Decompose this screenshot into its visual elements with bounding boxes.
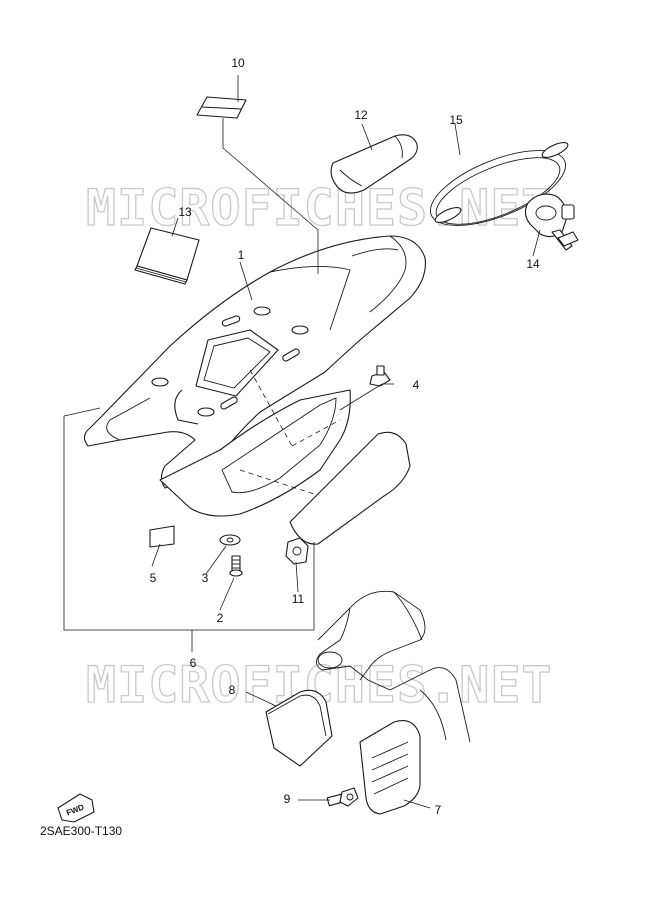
- part-10-label-sticker[interactable]: [196, 96, 247, 119]
- part-9-bolt[interactable]: [326, 787, 359, 807]
- callout-15: 15: [449, 113, 463, 127]
- part-1-rear-fender[interactable]: [83, 235, 426, 489]
- part-2-bolt[interactable]: [229, 555, 243, 577]
- fwd-arrow-icon: FWD: [57, 793, 95, 823]
- callout-10: 10: [231, 56, 245, 70]
- callout-12: 12: [354, 108, 368, 122]
- group-bracket-6: [63, 416, 315, 631]
- callout-11: 11: [292, 592, 305, 606]
- part-7-plate[interactable]: [359, 720, 421, 815]
- callout-7: 7: [435, 803, 442, 817]
- part-13-manual[interactable]: [134, 227, 200, 285]
- watermark-top: MICROFICHES.NET: [86, 179, 553, 237]
- frame-reference: [316, 590, 471, 743]
- part-14-lock[interactable]: [524, 193, 579, 251]
- part-3-washer[interactable]: [219, 534, 241, 546]
- callout-labels: 10 12 15 13 1 14 4 5 3 11 2 6 8 9 7: [150, 56, 540, 817]
- callout-4: 4: [413, 378, 420, 392]
- callout-5: 5: [150, 571, 157, 585]
- callout-9: 9: [284, 792, 291, 806]
- leader-lines: [151, 75, 541, 809]
- callout-3: 3: [202, 571, 209, 585]
- callout-13: 13: [178, 205, 192, 219]
- part-15-cable[interactable]: [421, 135, 575, 241]
- callout-2: 2: [217, 611, 224, 625]
- part-8-guard[interactable]: [265, 689, 333, 767]
- callout-8: 8: [229, 683, 236, 697]
- part-4-bolt[interactable]: [369, 365, 391, 387]
- callout-6: 6: [190, 656, 197, 670]
- part-5-pad[interactable]: [149, 525, 175, 548]
- callout-1: 1: [238, 248, 245, 262]
- part-11-nut[interactable]: [285, 537, 309, 565]
- part-6-plate-assembly[interactable]: [159, 369, 411, 545]
- diagram-code: 2SAE300-T130: [40, 824, 123, 838]
- part-12-cover[interactable]: [330, 134, 418, 194]
- callout-14: 14: [526, 257, 540, 271]
